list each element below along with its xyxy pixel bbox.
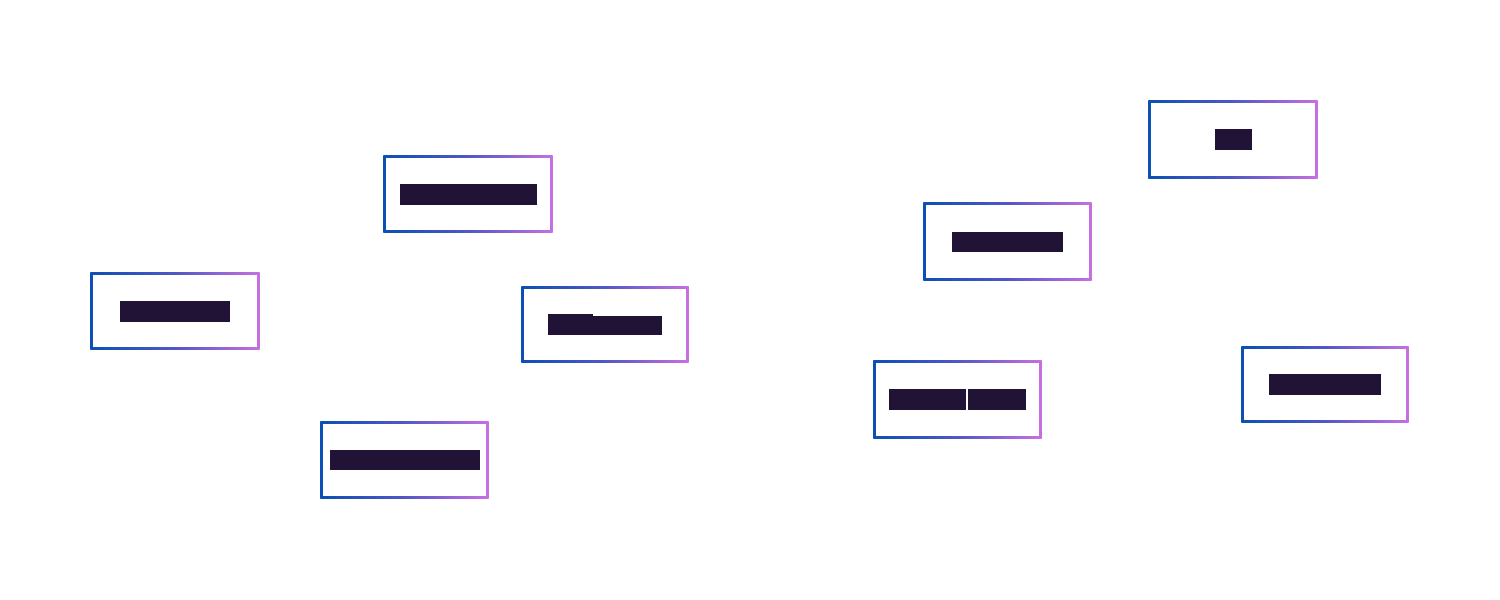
redacted-text-bar bbox=[593, 316, 662, 335]
redacted-text-bar bbox=[952, 231, 1063, 252]
diagram-node-3[interactable] bbox=[521, 286, 689, 363]
diagram-node-6[interactable] bbox=[923, 202, 1092, 281]
redacted-text-bar bbox=[120, 300, 230, 322]
redacted-text-bar bbox=[1269, 374, 1381, 395]
redacted-text-bar bbox=[1214, 129, 1252, 150]
redacted-label bbox=[889, 389, 1026, 410]
diagram-node-8[interactable] bbox=[1241, 346, 1409, 423]
diagram-node-4[interactable] bbox=[320, 421, 489, 499]
redacted-text-bar bbox=[399, 183, 537, 205]
diagram-node-7[interactable] bbox=[873, 360, 1042, 439]
diagram-node-2[interactable] bbox=[90, 272, 260, 350]
redacted-text-bar bbox=[548, 314, 593, 335]
diagram-node-5[interactable] bbox=[1148, 100, 1318, 179]
redacted-text-bar bbox=[968, 389, 1026, 410]
diagram-node-1[interactable] bbox=[383, 155, 553, 233]
redacted-text-bar bbox=[889, 389, 966, 410]
redacted-label bbox=[548, 314, 662, 335]
redacted-text-bar bbox=[329, 450, 480, 470]
redacted-label bbox=[329, 450, 480, 470]
redacted-label bbox=[399, 183, 537, 205]
redacted-label bbox=[120, 300, 230, 322]
redacted-label bbox=[952, 231, 1063, 252]
redacted-label bbox=[1214, 129, 1252, 150]
redacted-label bbox=[1269, 374, 1381, 395]
